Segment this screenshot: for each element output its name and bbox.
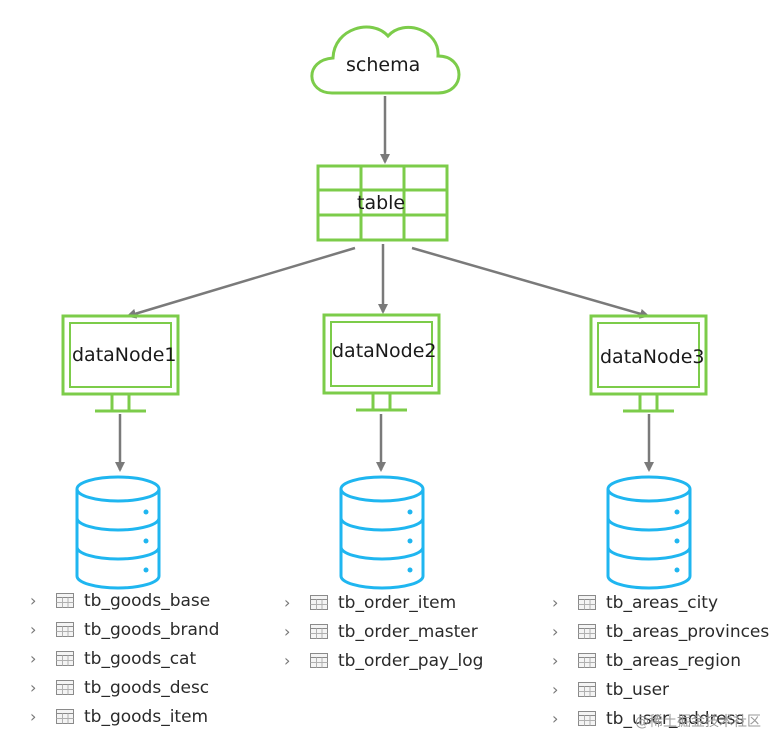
list-item[interactable]: › tb_order_pay_log: [284, 646, 483, 675]
arrow-table-to-datanode1: [126, 246, 356, 319]
list-item[interactable]: › tb_goods_cat: [30, 644, 219, 673]
arrow-table-to-datanode3: [411, 246, 650, 319]
table-name: tb_areas_region: [606, 650, 741, 671]
datanode3-monitor-shape: [589, 314, 708, 413]
table-icon: [578, 653, 596, 668]
chevron-right-icon[interactable]: ›: [284, 622, 291, 641]
datanode3-label: dataNode3: [600, 346, 705, 368]
table-icon: [578, 682, 596, 697]
database2-indicator-dots: [407, 509, 413, 573]
table-label: table: [357, 192, 406, 214]
table-name: tb_goods_item: [84, 706, 209, 727]
table-name: tb_goods_desc: [84, 677, 210, 698]
list-item[interactable]: › tb_goods_brand: [30, 615, 219, 644]
database3-indicator-dots: [674, 509, 680, 573]
table-icon: [56, 593, 74, 608]
list-item[interactable]: › tb_order_item: [284, 588, 483, 617]
chevron-right-icon[interactable]: ›: [30, 649, 37, 668]
list-item[interactable]: › tb_order_master: [284, 617, 483, 646]
database2-icon: [339, 475, 425, 590]
chevron-right-icon[interactable]: ›: [552, 622, 559, 641]
list-item[interactable]: › tb_areas_provinces: [552, 617, 769, 646]
chevron-right-icon[interactable]: ›: [30, 707, 37, 726]
table-grid-shape: [316, 164, 449, 242]
list-item[interactable]: › tb_areas_city: [552, 588, 769, 617]
list-item[interactable]: › tb_goods_item: [30, 702, 219, 731]
chevron-right-icon[interactable]: ›: [30, 591, 37, 610]
table-icon: [56, 680, 74, 695]
chevron-right-icon[interactable]: ›: [552, 709, 559, 728]
datanode1-monitor-shape: [61, 314, 180, 413]
chevron-right-icon[interactable]: ›: [284, 593, 291, 612]
table-icon: [56, 651, 74, 666]
table-icon: [578, 595, 596, 610]
table-name: tb_order_pay_log: [338, 650, 484, 671]
table-list-group3: › tb_areas_city › tb_areas_provinces › tb_a…: [552, 588, 769, 733]
table-name: tb_areas_city: [606, 592, 719, 613]
table-name: tb_user: [606, 679, 670, 700]
list-item[interactable]: › tb_user: [552, 675, 769, 704]
table-list-group1: › tb_goods_base › tb_goods_brand › tb_goods…: [30, 586, 219, 731]
chevron-right-icon[interactable]: ›: [552, 593, 559, 612]
table-name: tb_goods_brand: [84, 619, 220, 640]
table-name: tb_user_address: [606, 708, 745, 729]
list-item[interactable]: › tb_goods_base: [30, 586, 219, 615]
list-item[interactable]: › tb_areas_region: [552, 646, 769, 675]
table-name: tb_goods_cat: [84, 648, 197, 669]
list-item[interactable]: › tb_user_address: [552, 704, 769, 733]
table-icon: [56, 622, 74, 637]
table-icon: [310, 624, 328, 639]
table-name: tb_areas_provinces: [606, 621, 769, 642]
table-name: tb_order_master: [338, 621, 478, 642]
table-icon: [310, 595, 328, 610]
datanode2-label: dataNode2: [332, 340, 437, 362]
table-name: tb_order_item: [338, 592, 457, 613]
list-item[interactable]: › tb_goods_desc: [30, 673, 219, 702]
table-icon: [578, 711, 596, 726]
chevron-right-icon[interactable]: ›: [30, 620, 37, 639]
database3-icon: [606, 475, 692, 590]
table-name: tb_goods_base: [84, 590, 211, 611]
database1-indicator-dots: [143, 509, 149, 573]
database1-icon: [75, 475, 161, 590]
table-list-group2: › tb_order_item › tb_order_master › tb_orde…: [284, 588, 483, 675]
chevron-right-icon[interactable]: ›: [552, 651, 559, 670]
chevron-right-icon[interactable]: ›: [552, 680, 559, 699]
table-icon: [310, 653, 328, 668]
schema-label: schema: [346, 54, 421, 76]
chevron-right-icon[interactable]: ›: [284, 651, 291, 670]
schema-cloud-shape: [310, 25, 461, 95]
datanode2-monitor-shape: [322, 313, 441, 412]
watermark-text: @稀土掘金技术社区: [635, 714, 761, 730]
table-icon: [56, 709, 74, 724]
table-icon: [578, 624, 596, 639]
datanode1-label: dataNode1: [72, 344, 177, 366]
chevron-right-icon[interactable]: ›: [30, 678, 37, 697]
